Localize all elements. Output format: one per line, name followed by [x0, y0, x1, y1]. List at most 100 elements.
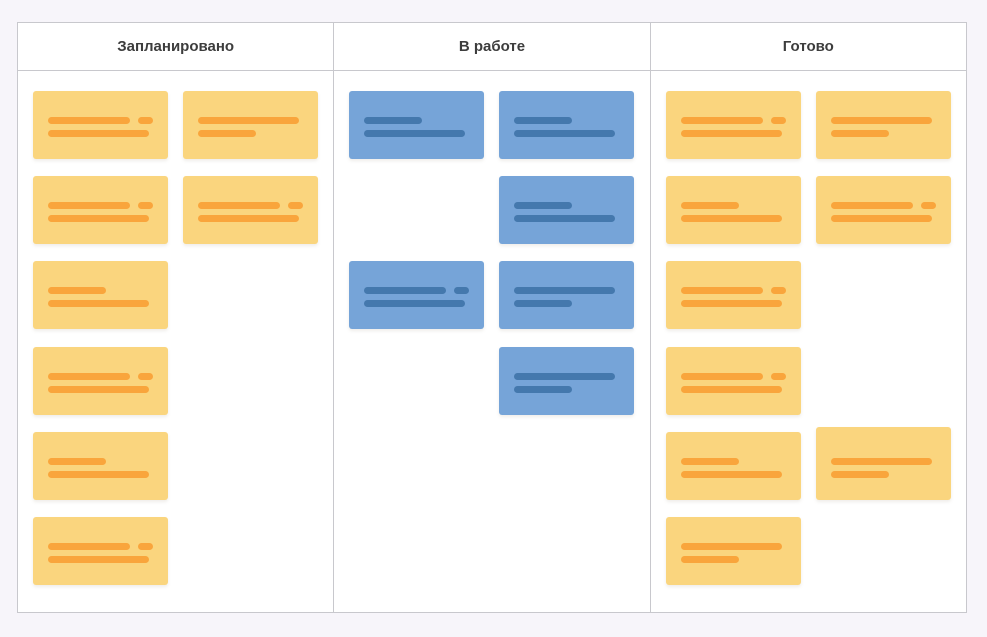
kanban-card[interactable] [33, 91, 168, 159]
card-text-line [770, 287, 786, 294]
kanban-card[interactable] [183, 176, 318, 244]
column-in-progress-title: В работе [458, 38, 526, 55]
kanban-card[interactable] [33, 432, 168, 500]
card-text-row [514, 215, 634, 222]
card-text-line [514, 300, 573, 307]
card-text-line [48, 543, 130, 550]
card-text-line [364, 287, 447, 294]
card-text-row [830, 130, 951, 137]
card-text-row [198, 117, 318, 124]
card-text-row [48, 386, 168, 393]
card-text-row [364, 130, 484, 137]
kanban-card[interactable] [33, 176, 168, 244]
card-text-line [48, 471, 149, 478]
card-text-line [830, 215, 932, 222]
kanban-card[interactable] [665, 261, 801, 329]
card-text-line [454, 287, 470, 294]
card-text-line [920, 202, 936, 209]
card-text-line [138, 202, 153, 209]
card-text-row [830, 117, 951, 124]
card-text-row [680, 543, 801, 550]
card-text-line [770, 117, 786, 124]
card-text-line [138, 543, 153, 550]
card-text-row [680, 287, 801, 294]
card-text-row [364, 287, 484, 294]
kanban-card[interactable] [349, 261, 485, 329]
card-text-line [680, 130, 782, 137]
kanban-card[interactable] [499, 91, 635, 159]
card-text-line [48, 287, 106, 294]
card-text-line [198, 215, 299, 222]
card-text-line [830, 130, 889, 137]
card-text-line [48, 215, 149, 222]
card-text-row [48, 543, 168, 550]
kanban-card[interactable] [665, 517, 801, 585]
card-text-line [514, 287, 616, 294]
card-text-line [770, 373, 786, 380]
card-text-row [198, 215, 318, 222]
kanban-card[interactable] [665, 91, 801, 159]
kanban-card[interactable] [815, 427, 951, 500]
card-text-line [680, 556, 739, 563]
card-text-line [830, 471, 889, 478]
card-text-line [830, 202, 913, 209]
card-text-line [680, 373, 763, 380]
card-text-row [830, 215, 951, 222]
kanban-card[interactable] [499, 261, 635, 329]
card-text-row [514, 300, 634, 307]
card-text-row [364, 117, 484, 124]
card-text-row [830, 202, 951, 209]
kanban-card[interactable] [499, 347, 635, 415]
card-text-line [514, 215, 616, 222]
column-in-progress-header: В работе [334, 23, 650, 71]
card-text-line [514, 117, 573, 124]
card-text-row [48, 556, 168, 563]
card-text-line [48, 458, 106, 465]
column-done-title: Готово [782, 38, 834, 55]
card-text-line [830, 458, 932, 465]
card-text-line [680, 458, 739, 465]
card-text-row [514, 130, 634, 137]
kanban-card[interactable] [665, 432, 801, 500]
card-text-row [680, 386, 801, 393]
card-text-line [514, 202, 573, 209]
card-text-line [198, 117, 299, 124]
card-text-row [48, 458, 168, 465]
card-text-row [514, 373, 634, 380]
kanban-card[interactable] [815, 176, 951, 244]
kanban-card[interactable] [499, 176, 635, 244]
card-text-line [48, 130, 149, 137]
card-text-row [364, 300, 484, 307]
card-text-line [364, 117, 423, 124]
card-text-line [514, 386, 573, 393]
kanban-card[interactable] [183, 91, 318, 159]
kanban-card[interactable] [33, 517, 168, 585]
card-text-line [288, 202, 303, 209]
card-text-line [680, 300, 782, 307]
card-text-line [48, 202, 130, 209]
column-planned-title: Запланировано [117, 38, 235, 55]
kanban-card[interactable] [665, 176, 801, 244]
card-text-row [680, 556, 801, 563]
kanban-card[interactable] [349, 91, 485, 159]
card-text-row [514, 117, 634, 124]
card-text-line [680, 471, 782, 478]
kanban-card[interactable] [33, 347, 168, 415]
card-text-row [680, 130, 801, 137]
kanban-card[interactable] [815, 91, 951, 159]
card-text-row [48, 215, 168, 222]
card-text-line [48, 373, 130, 380]
card-text-row [48, 130, 168, 137]
card-text-row [680, 202, 801, 209]
card-text-line [48, 386, 149, 393]
column-done-header: Готово [650, 23, 966, 71]
card-text-line [680, 543, 782, 550]
card-text-line [48, 117, 130, 124]
kanban-card[interactable] [33, 261, 168, 329]
card-text-row [514, 386, 634, 393]
kanban-card[interactable] [665, 347, 801, 415]
card-text-line [138, 373, 153, 380]
card-text-line [364, 130, 466, 137]
card-text-line [680, 117, 763, 124]
card-text-row [830, 458, 951, 465]
